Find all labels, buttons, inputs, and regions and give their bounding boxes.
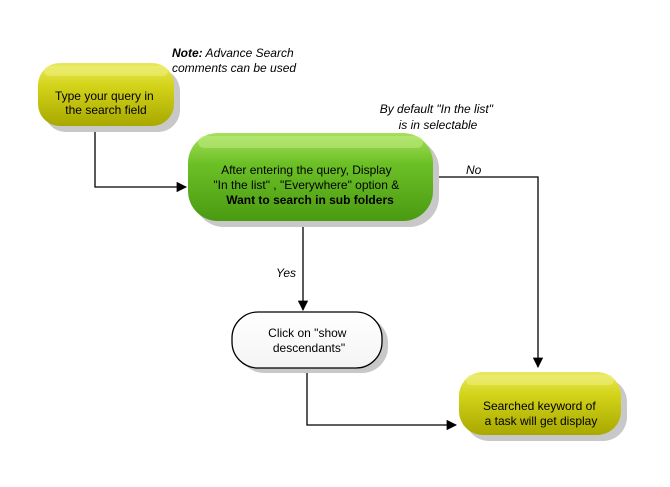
node-shape: [38, 63, 174, 126]
edge-display-to-result-no: [432, 176, 544, 369]
node-shape: [188, 133, 433, 221]
node-display-option: After entering the query, Display "In th…: [188, 133, 439, 227]
node-label: After entering the query, Display "In th…: [213, 163, 402, 207]
node-shape: [459, 372, 621, 435]
node-result: Searched keyword of a task will get disp…: [459, 372, 627, 441]
edge-label-yes: Yes: [276, 266, 296, 280]
edge-query-to-display: [94, 128, 188, 193]
node-label: Type your query in the search field: [55, 89, 157, 117]
node-label: Searched keyword of a task will get disp…: [483, 399, 599, 428]
node-label: Click on "show descendants": [268, 326, 350, 355]
edge-descendants-to-result: [306, 369, 458, 431]
note-default-list: By default "In the list" is in selectabl…: [380, 102, 497, 132]
node-shape: [231, 311, 383, 369]
edge-label-no: No: [466, 163, 482, 177]
node-show-descendants: Click on "show descendants": [231, 311, 388, 373]
node-query: Type your query in the search field: [38, 63, 180, 132]
node-highlight: [44, 66, 168, 76]
node-highlight: [198, 136, 423, 148]
node-highlight: [466, 375, 614, 385]
note-advance-search: Note: Advance Search comments can be use…: [172, 46, 297, 75]
connectors: [94, 128, 544, 431]
